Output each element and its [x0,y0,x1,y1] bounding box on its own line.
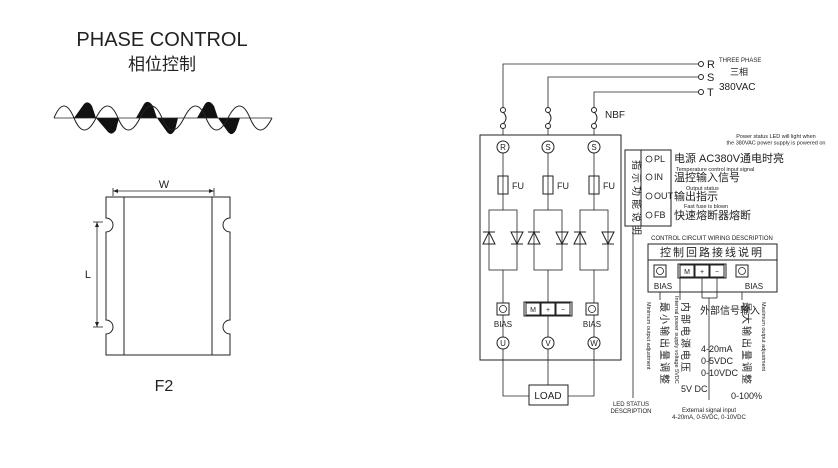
module-connector-plus [540,302,556,316]
max-output-cn: 最大输出量调整 [740,302,753,386]
svg-text:Maximum output adjustment: Maximum output adjustment [760,302,766,372]
led-in-code: IN [654,172,663,182]
wiring-connector-plus-label: + [700,269,704,276]
module-connector-minus [555,302,571,316]
phase-control-title: PHASE CONTROL [76,29,247,51]
led-pl-code: PL [654,154,665,164]
terminal-r: R [500,143,506,152]
supply-label-en: THREE PHASE [719,58,761,64]
module-outline: W L [85,179,231,356]
wiring-connector-minus-label: − [715,269,719,276]
load-box [528,384,569,406]
svg-text:指示功能说明: 指示功能说明 [630,160,643,238]
phase-waveform [53,101,273,135]
led-in-desc: 温控输入信号 [674,170,740,184]
supply-lines [502,61,704,108]
led-title-cn: 指示功能说明 [630,160,643,238]
supply-label-cn: 三相 [730,66,748,77]
terminal-u: U [500,339,506,348]
svg-text:Minimum output adjustment: Minimum output adjustment [645,302,651,370]
svg-text:最小输出量调整: 最小输出量调整 [658,302,671,386]
led-out-code: OUT [654,191,674,201]
module-body [479,134,622,361]
terminal-w: W [590,339,598,348]
module-bias-right: BIAS [583,320,601,329]
phase-t-label: T [707,87,714,99]
wiring-connector-m-label: M [684,269,690,276]
terminal-v: V [545,339,551,348]
breaker-label: NBF [605,110,625,121]
fuse-label-2: FU [557,181,569,191]
terminal-s: S [545,143,550,152]
phase-control-subtitle: 相位控制 [128,55,196,74]
led-out-desc: 输出指示 [674,189,718,203]
phase-r-label: R [707,59,715,71]
min-output-cn: 最小输出量调整 [658,302,671,386]
output-terminals [496,336,601,397]
wiring-connector-plus [694,264,710,278]
led-fb-desc: 快速熔断器熔断 [674,208,751,222]
terminal-s2: S [591,143,596,152]
wiring-connector-minus [709,264,725,278]
input-terminals [496,140,601,154]
led-indicators [645,155,653,219]
svg-text:Internal power supply voltage: Internal power supply voltage 5VDC [673,296,679,384]
min-output-en: Minimum output adjustment [645,302,651,370]
internal-power-cn: 内部电源电压 [679,302,692,374]
model-label: F2 [155,378,174,395]
led-panel [624,149,672,227]
dimension-l: L [85,269,91,281]
fuse-label-3: FU [603,181,615,191]
led-fb-note: Fast fuse is blown [684,204,728,210]
module-connector-m-label: M [530,307,536,314]
led-in-note: Temperature control input signal [676,167,754,173]
internal-power-val: 5V DC [681,384,708,394]
breaker-nbf [500,107,598,135]
phase-s-label: S [707,72,714,84]
max-output-en: Maximum output adjustment [760,302,766,372]
module-connector-plus-label: + [546,307,550,314]
dimension-w: W [159,179,170,191]
led-pl-desc: 电源 AC380V通电时亮 [674,151,784,165]
supply-voltage: 380VAC [719,82,756,93]
wiring-title-cn: 控制回路接线说明 [660,245,764,259]
wiring-bias-left: BIAS [654,282,672,291]
led-fb-code: FB [654,210,666,220]
ext-signal-cn: 外部信号输入 [700,304,760,317]
module-connector-minus-label: − [561,307,565,314]
module-connector-m [525,302,541,316]
module-bias-left: BIAS [494,320,512,329]
internal-power-en: Internal power supply voltage 5VDC [673,296,679,384]
load-label: LOAD [534,391,561,402]
svg-text:最大输出量调整: 最大输出量调整 [740,302,753,386]
wiring-title-en: CONTROL CIRCUIT WIRING DESCRIPTION [651,236,773,242]
wiring-leads [659,278,743,400]
ext-signal-val-3: 0-10VDC [701,368,739,378]
thyristor-legs [482,153,615,338]
ext-signal-val-2: 0-5VDC [701,356,734,366]
ext-signal-val-1: 4-20mA [701,344,733,354]
led-out-note: Output status [686,186,719,192]
wiring-connector-m [679,264,695,278]
max-output-val: 0-100% [731,391,762,401]
wiring-bias-right: BIAS [745,282,763,291]
fuse-label-1: FU [512,181,524,191]
svg-text:内部电源电压: 内部电源电压 [679,302,692,374]
